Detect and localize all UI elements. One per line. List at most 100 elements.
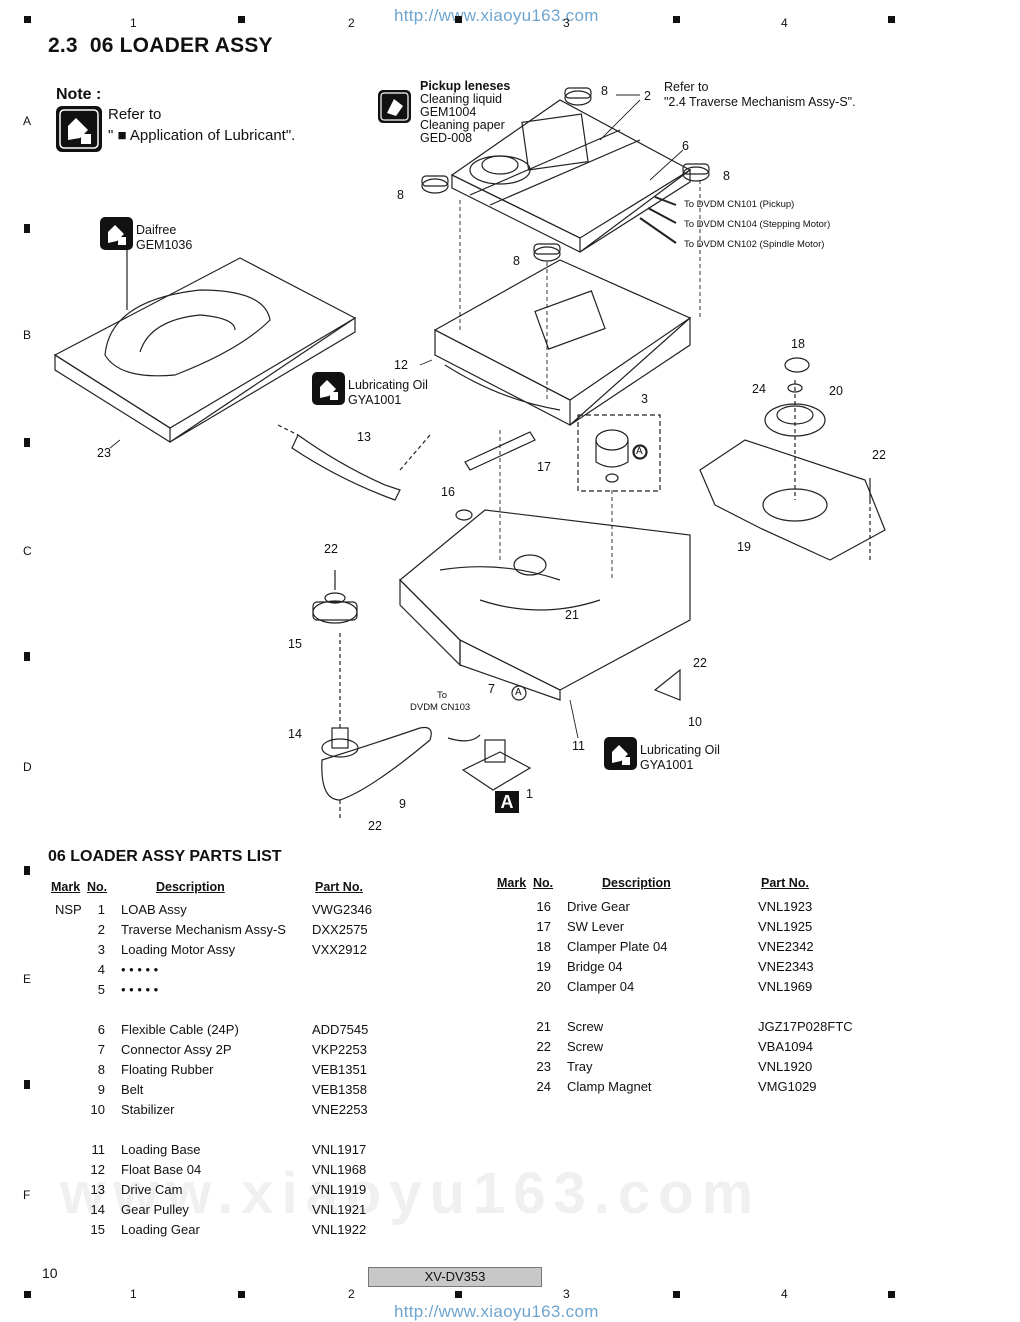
parts-no: 4 <box>97 962 105 977</box>
refer-traverse-line: Refer to <box>664 80 709 94</box>
row-letter: B <box>23 328 32 342</box>
floating-rubbers <box>421 87 710 262</box>
cleaning-icon <box>378 90 411 123</box>
parts-description: Loading Base <box>121 1142 201 1157</box>
callout-number: 13 <box>357 430 371 444</box>
column-number: 1 <box>130 1287 137 1301</box>
col-header-desc: Description <box>602 876 671 890</box>
parts-no: 15 <box>90 1222 105 1237</box>
parts-no: 24 <box>536 1079 551 1094</box>
column-number: 1 <box>130 16 137 30</box>
parts-part-number: VWG2346 <box>312 902 372 917</box>
cn103-label: To <box>437 690 448 701</box>
parts-no: 6 <box>97 1022 105 1037</box>
pickup-line: GED-008 <box>420 131 473 145</box>
cn103-label: DVDM CN103 <box>410 702 471 713</box>
lubricant-icon <box>312 372 345 405</box>
parts-no: 21 <box>536 1019 551 1034</box>
parts-no: 8 <box>97 1062 105 1077</box>
parts-description: Screw <box>567 1019 604 1034</box>
parts-no: 2 <box>97 922 105 937</box>
parts-part-number: VMG1029 <box>758 1079 817 1094</box>
parts-no: 5 <box>97 982 105 997</box>
row-letter: A <box>23 114 32 128</box>
callout-number: 22 <box>368 819 382 833</box>
parts-no: 9 <box>97 1082 105 1097</box>
connection-label: To DVDM CN102 (Spindle Motor) <box>684 239 825 250</box>
callout-number: 11 <box>572 739 585 753</box>
parts-description: Float Base 04 <box>121 1162 202 1177</box>
callout-number: 7 <box>488 682 495 696</box>
callout-number: 1 <box>526 787 533 801</box>
parts-part-number: VNL1919 <box>312 1182 367 1197</box>
parts-description: Clamper 04 <box>567 979 635 994</box>
parts-no: 3 <box>97 942 105 957</box>
col-header-no: No. <box>87 880 108 894</box>
col-header-part: Part No. <box>761 876 809 890</box>
parts-description: Loading Motor Assy <box>121 942 236 957</box>
pickup-title: Pickup leneses <box>420 79 511 93</box>
parts-part-number: JGZ17P028FTC <box>758 1019 853 1034</box>
callout-number: 14 <box>288 727 302 741</box>
circle-a-label: A <box>515 687 522 698</box>
col-header-mark: Mark <box>51 880 81 894</box>
pickup-line: Cleaning liquid <box>420 92 503 106</box>
callout-number: 3 <box>641 392 648 406</box>
callout-number: 19 <box>737 540 751 554</box>
parts-no: 1 <box>97 902 105 917</box>
daifree-line: GEM1036 <box>136 238 193 252</box>
parts-description: Stabilizer <box>121 1102 175 1117</box>
parts-part-number: VBA1094 <box>758 1039 813 1054</box>
parts-part-number: VNL1921 <box>312 1202 367 1217</box>
parts-no: 23 <box>536 1059 551 1074</box>
row-letter: C <box>23 544 32 558</box>
column-number: 4 <box>781 1287 788 1301</box>
loab-assy <box>447 734 532 791</box>
border-mark <box>888 1291 895 1298</box>
parts-no: 22 <box>536 1039 551 1054</box>
lub-oil-line: GYA1001 <box>348 393 402 407</box>
traverse-mechanism <box>450 99 692 253</box>
parts-no: 12 <box>90 1162 105 1177</box>
callout-number: 17 <box>537 460 551 474</box>
parts-description: Bridge 04 <box>567 959 623 974</box>
border-mark <box>673 16 680 23</box>
parts-no: 20 <box>536 979 551 994</box>
callout-number: 23 <box>97 446 111 460</box>
sw-lever <box>464 431 536 471</box>
col-header-desc: Description <box>156 880 225 894</box>
callout-number: 8 <box>601 84 608 98</box>
parts-no: 17 <box>536 919 551 934</box>
parts-part-number: VNL1969 <box>758 979 813 994</box>
parts-description: Belt <box>121 1082 144 1097</box>
callout-number: 22 <box>324 542 338 556</box>
parts-description: • • • • • <box>121 962 159 977</box>
row-letter: E <box>23 972 32 986</box>
parts-description: Clamp Magnet <box>567 1079 652 1094</box>
parts-description: LOAB Assy <box>121 902 187 917</box>
daifree-line: Daifree <box>136 223 177 237</box>
parts-description: • • • • • <box>121 982 159 997</box>
parts-description: Drive Gear <box>567 899 630 914</box>
loading-motor <box>577 414 661 492</box>
footer-url[interactable]: http://www.xiaoyu163.com <box>394 1302 599 1321</box>
parts-mark: NSP <box>55 902 82 917</box>
gear-pulley <box>321 630 432 820</box>
parts-no: 19 <box>536 959 551 974</box>
marker-a: A <box>495 791 519 813</box>
callout-number: 24 <box>752 382 766 396</box>
header-url[interactable]: http://www.xiaoyu163.com <box>394 6 599 25</box>
parts-no: 18 <box>536 939 551 954</box>
bridge <box>699 439 886 561</box>
pickup-line: Cleaning paper <box>420 118 505 132</box>
parts-no: 14 <box>90 1202 105 1217</box>
parts-part-number: VNE2343 <box>758 959 814 974</box>
parts-part-number: ADD7545 <box>312 1022 369 1037</box>
parts-part-number: VNL1968 <box>312 1162 367 1177</box>
callout-number: 12 <box>394 358 408 372</box>
parts-description: Gear Pulley <box>121 1202 189 1217</box>
callout-number: 20 <box>829 384 843 398</box>
lub-oil-line: Lubricating Oil <box>640 743 720 757</box>
parts-no: 16 <box>536 899 551 914</box>
callout-number: 8 <box>397 188 404 202</box>
